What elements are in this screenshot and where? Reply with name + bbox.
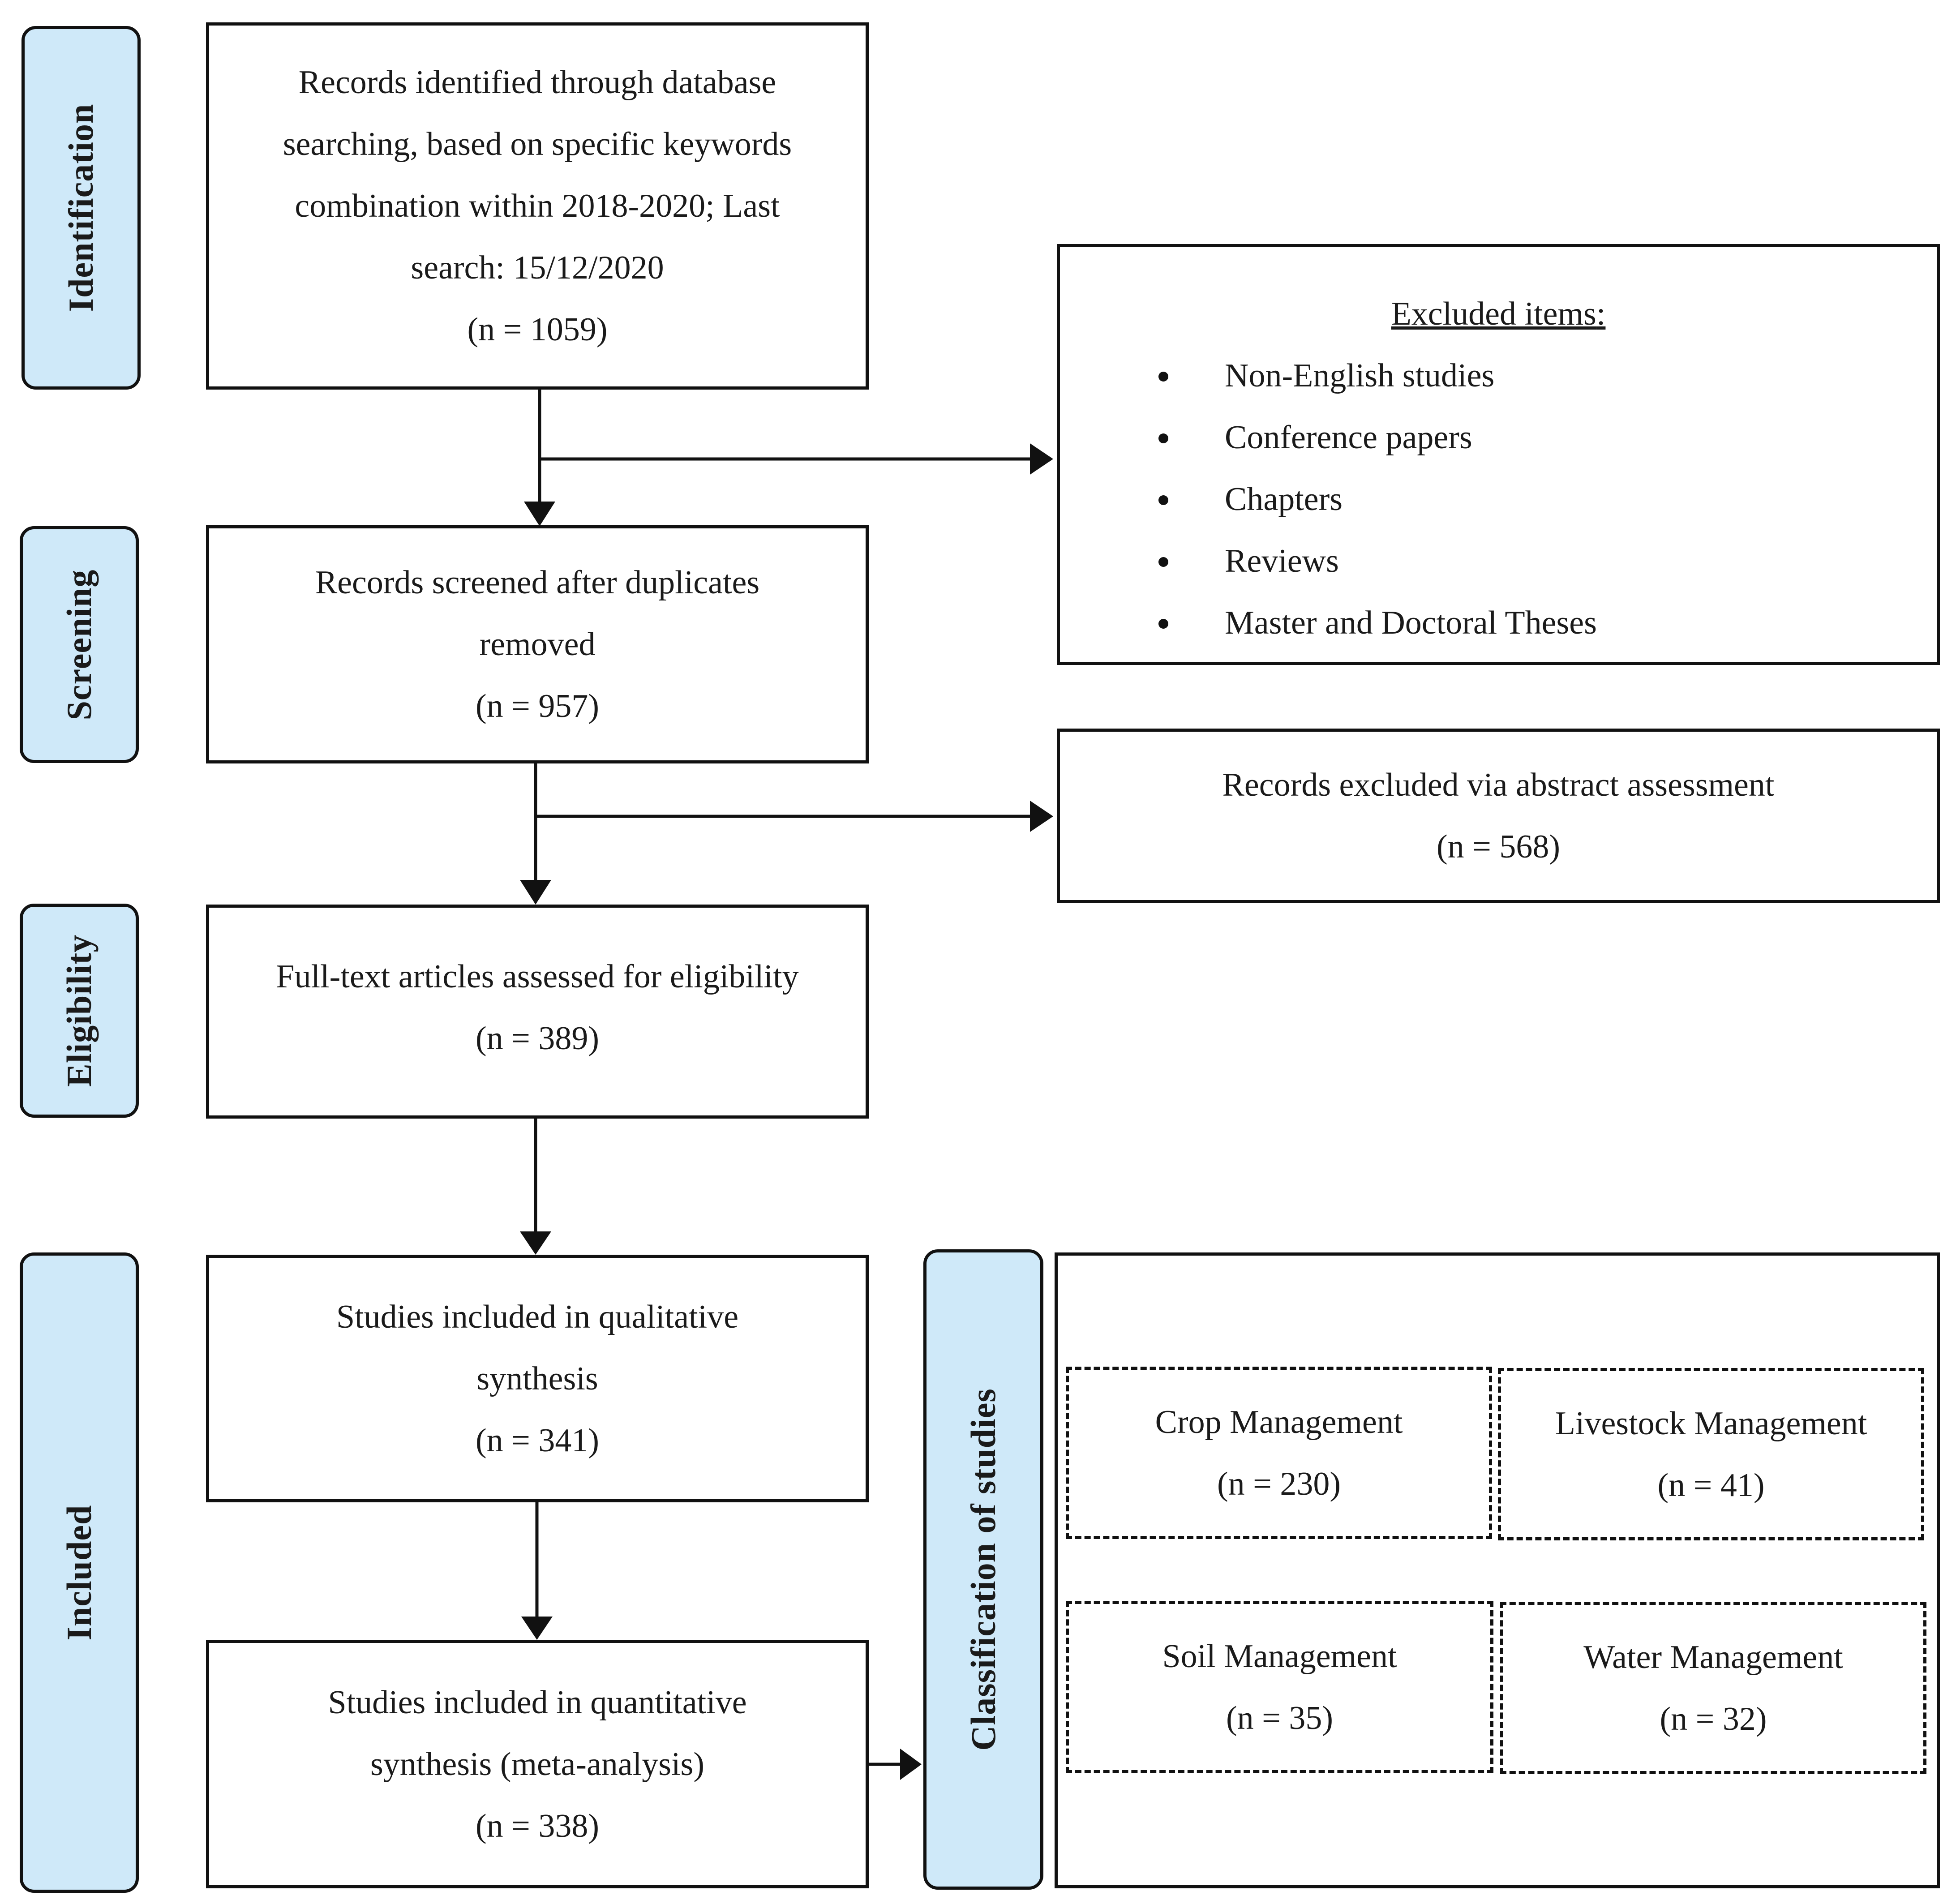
records-identified-line: search: 15/12/2020 <box>411 249 664 286</box>
classification-label-box: Classification of studies <box>923 1249 1043 1890</box>
records-screened-line: removed <box>479 626 596 663</box>
records-screened-line: Records screened after duplicates <box>315 564 760 601</box>
records-identified-line: combination within 2018-2020; Last <box>295 188 780 224</box>
arrowhead <box>524 502 555 526</box>
arrowhead <box>1030 443 1053 475</box>
arrowhead <box>521 1617 553 1640</box>
category-count: (n = 230) <box>1217 1465 1341 1502</box>
excluded-item: Conference papers <box>1060 407 1937 468</box>
excluded-items-title-colon: : <box>1596 296 1606 332</box>
category-name: Crop Management <box>1155 1403 1403 1441</box>
category-water-management: Water Management (n = 32) <box>1500 1602 1926 1774</box>
quantitative-synthesis-line: Studies included in quantitative <box>328 1684 747 1721</box>
excluded-item: Chapters <box>1060 468 1937 530</box>
excluded-item: Non-English studies <box>1060 345 1937 407</box>
eligibility-line: Full-text articles assessed for eligibil… <box>276 958 799 995</box>
records-identified-line: searching, based on specific keywords <box>283 126 792 163</box>
qualitative-synthesis-box: Studies included in qualitative synthesi… <box>206 1255 869 1502</box>
stage-identification: Identification <box>21 26 141 390</box>
stage-included: Included <box>20 1252 139 1893</box>
excluded-item: Master and Doctoral Theses <box>1060 592 1937 654</box>
category-count: (n = 35) <box>1226 1699 1334 1737</box>
eligibility-box: Full-text articles assessed for eligibil… <box>206 905 869 1119</box>
arrowhead <box>520 880 551 905</box>
quantitative-synthesis-box: Studies included in quantitative synthes… <box>206 1640 869 1888</box>
records-identified-line: Records identified through database <box>298 64 776 101</box>
excluded-items-box: Excluded items: Non-English studies Conf… <box>1057 244 1940 665</box>
qualitative-synthesis-line: Studies included in qualitative <box>336 1298 739 1335</box>
excluded-items-list: Non-English studies Conference papers Ch… <box>1060 345 1937 654</box>
category-count: (n = 41) <box>1657 1467 1765 1504</box>
category-crop-management: Crop Management (n = 230) <box>1066 1367 1492 1539</box>
arrowhead <box>1030 801 1053 832</box>
excluded-items-title: Excluded items: <box>1060 283 1937 345</box>
category-soil-management: Soil Management (n = 35) <box>1066 1601 1493 1773</box>
category-name: Soil Management <box>1162 1638 1397 1675</box>
records-identified-count: (n = 1059) <box>467 311 608 348</box>
eligibility-count: (n = 389) <box>475 1020 600 1057</box>
excluded-item: Reviews <box>1060 530 1937 592</box>
quantitative-synthesis-count: (n = 338) <box>475 1807 600 1844</box>
stage-eligibility: Eligibility <box>20 904 139 1118</box>
excluded-items-title-text: Excluded items <box>1391 296 1596 332</box>
category-livestock-management: Livestock Management (n = 41) <box>1498 1368 1924 1540</box>
arrowhead <box>520 1231 551 1255</box>
category-name: Water Management <box>1583 1638 1843 1676</box>
stage-screening: Screening <box>20 526 139 763</box>
classification-container <box>1055 1252 1940 1888</box>
abstract-excluded-count: (n = 568) <box>1436 828 1561 865</box>
qualitative-synthesis-line: synthesis <box>476 1360 598 1397</box>
abstract-excluded-box: Records excluded via abstract assessment… <box>1057 729 1940 903</box>
records-screened-count: (n = 957) <box>475 688 600 725</box>
records-identified-box: Records identified through database sear… <box>206 22 869 390</box>
arrowhead <box>900 1749 922 1780</box>
category-count: (n = 32) <box>1660 1700 1767 1737</box>
qualitative-synthesis-count: (n = 341) <box>475 1422 600 1459</box>
records-screened-box: Records screened after duplicates remove… <box>206 525 869 763</box>
category-name: Livestock Management <box>1555 1405 1867 1442</box>
quantitative-synthesis-line: synthesis (meta-analysis) <box>370 1745 704 1783</box>
abstract-excluded-label: Records excluded via abstract assessment <box>1222 767 1775 803</box>
